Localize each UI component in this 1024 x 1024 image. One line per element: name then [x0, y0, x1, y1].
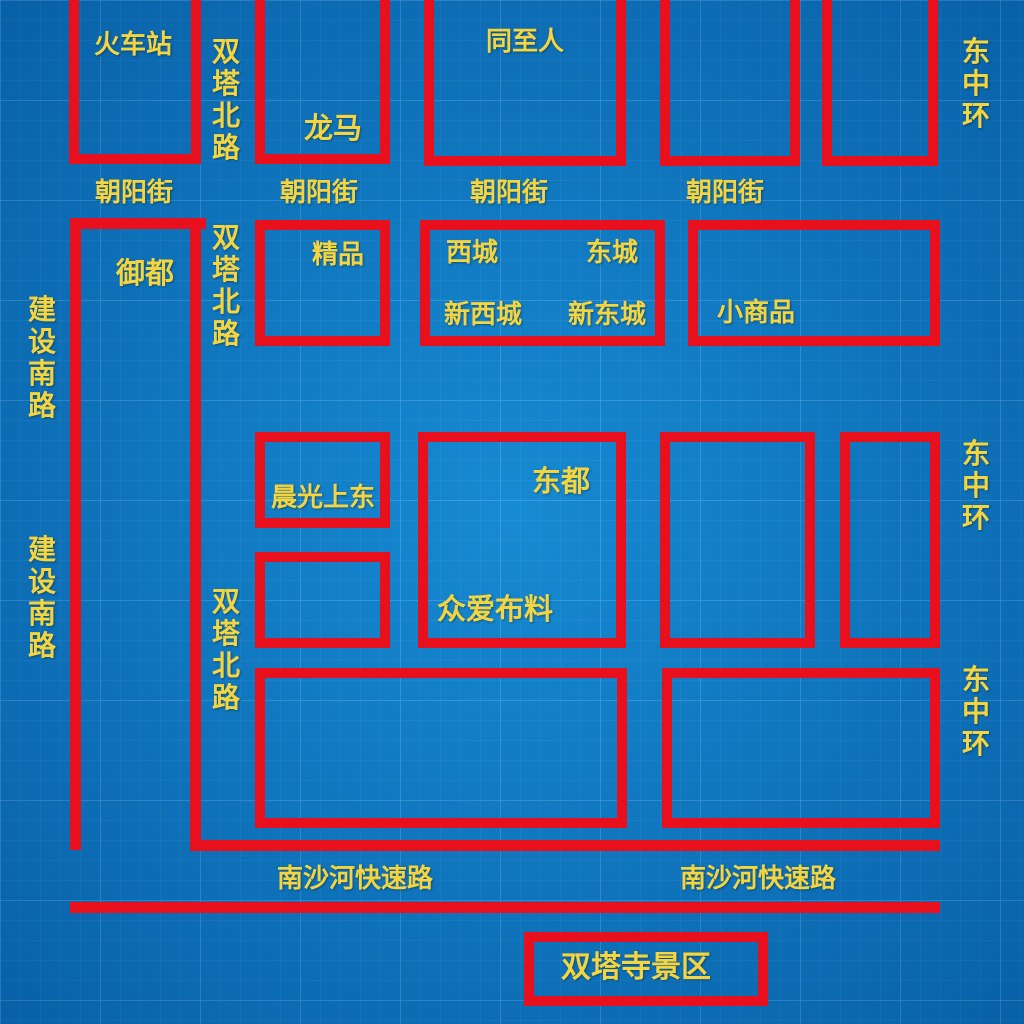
label-xicheng: 西城 [446, 238, 499, 268]
label-dong-zhonghuan-1: 东中环 [962, 35, 991, 132]
label-xiaoshangpin: 小商品 [717, 298, 796, 328]
label-dong-zhonghuan-2: 东中环 [962, 437, 991, 534]
block-top-unnamed-2[interactable] [822, 0, 938, 166]
label-longma: 龙马 [304, 111, 363, 145]
label-chaoyang-jie-3: 朝阳街 [470, 178, 549, 208]
label-nanshahe-2: 南沙河快速路 [680, 864, 837, 894]
yudu-bottom-line [190, 840, 940, 851]
block-jingpin[interactable] [255, 220, 390, 346]
label-shuangta-beilu-2: 双塔北路 [212, 221, 241, 350]
yudu-top-line [70, 218, 206, 229]
block-small-unnamed[interactable] [255, 552, 390, 648]
label-chenguangshangdong: 晨光上东 [271, 483, 376, 513]
label-xindongcheng: 新东城 [568, 300, 647, 330]
block-shuangtasi[interactable] [524, 932, 768, 1006]
label-jianshe-nanlu-1: 建设南路 [28, 293, 57, 422]
label-nanshahe-1: 南沙河快速路 [277, 864, 434, 894]
block-top-unnamed-1[interactable] [660, 0, 800, 166]
label-xinxicheng: 新西城 [444, 300, 523, 330]
block-longma[interactable] [255, 0, 390, 164]
block-mid-unnamed-1[interactable] [660, 432, 815, 648]
label-dongdu: 东都 [532, 464, 591, 498]
label-jianshe-nanlu-2: 建设南路 [28, 533, 57, 662]
label-dong-zhonghuan-3: 东中环 [962, 663, 991, 760]
block-chenguangshangdong[interactable] [255, 432, 390, 528]
label-shuangta-beilu-1: 双塔北路 [212, 35, 241, 164]
label-shuangtasi: 双塔寺景区 [561, 950, 711, 985]
label-chaoyang-jie-4: 朝阳街 [686, 178, 765, 208]
block-bottom-unnamed-2[interactable] [662, 668, 940, 828]
label-chaoyang-jie-2: 朝阳街 [280, 178, 359, 208]
yudu-inner-line [190, 218, 201, 850]
label-chaoyang-jie-1: 朝阳街 [95, 178, 174, 208]
label-zhongai-buliao: 众爱布料 [437, 592, 554, 626]
label-jingpin: 精品 [312, 240, 365, 270]
block-tongzhiren[interactable] [424, 0, 626, 166]
block-dongdu[interactable] [418, 432, 626, 648]
block-train-station[interactable] [69, 0, 201, 164]
nanshahe-road-line [70, 902, 940, 913]
label-yudu: 御都 [116, 256, 175, 290]
yudu-left-line [70, 218, 81, 850]
block-xicheng-dongcheng[interactable] [420, 220, 665, 346]
block-xiaoshangpin[interactable] [688, 220, 940, 346]
label-dongcheng: 东城 [586, 238, 639, 268]
label-shuangta-beilu-3: 双塔北路 [212, 585, 241, 714]
block-mid-unnamed-2[interactable] [840, 432, 940, 648]
label-tongzhiren: 同至人 [486, 27, 565, 57]
block-bottom-unnamed-1[interactable] [255, 668, 627, 828]
label-train-station: 火车站 [94, 30, 173, 60]
